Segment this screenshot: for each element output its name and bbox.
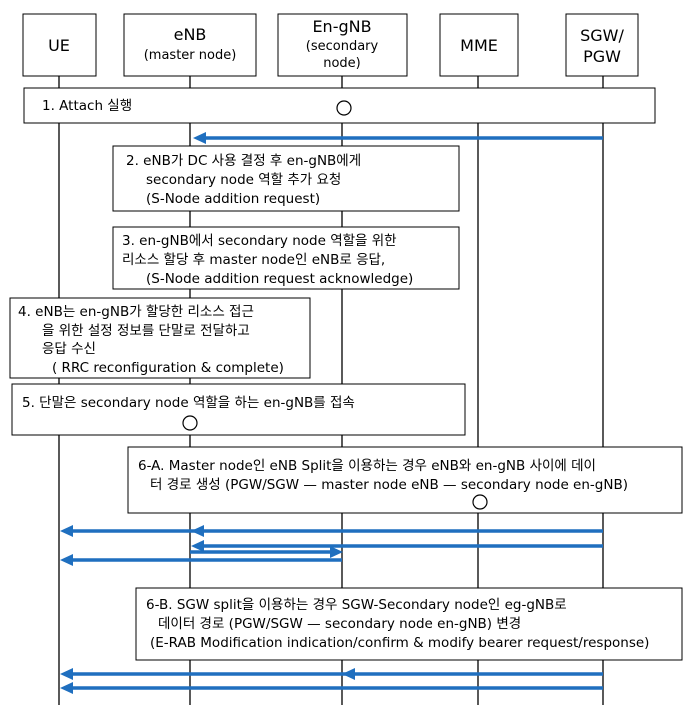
step-4-box: 4. eNB는 en-gNB가 할당한 리소스 접근 을 위한 설정 정보를 단… [9,297,311,379]
arrow-sgw-to-enb-head [193,132,206,144]
node-engnb-sublabel-1: (secondary [306,39,379,54]
arrow-6b-sgw-to-ue-head [60,668,73,680]
step-1-marker [336,100,352,116]
step-3-text-3: (S-Node addition request acknowledge) [146,271,413,287]
arrow-6a-sgw-to-enb-head [191,540,204,552]
node-sgw-label-2: PGW [583,47,621,66]
node-enb-sublabel: (master node) [144,48,237,63]
step-6a-marker [472,494,488,510]
node-mme: MME [439,13,519,77]
node-engnb: En-gNB (secondary node) [277,13,408,77]
node-sgw-label-1: SGW/ [580,26,624,45]
step-1-box: 1. Attach 실행 [23,87,656,124]
step-6b-text-3: (E-RAB Modification indication/confirm &… [150,635,649,651]
step-3-box: 3. en-gNB에서 secondary node 역할을 위한 리소스 할당… [112,226,460,290]
node-ue: UE [22,13,97,77]
node-enb-label: eNB [174,25,207,44]
step-4-text-1: 4. eNB는 en-gNB가 할당한 리소스 접근 [18,304,254,320]
arrow-6b-sgw-to-ue-mid-head [342,668,355,680]
step-3-text-2: 리소스 할당 후 master node인 eNB로 응답, [122,252,385,268]
arrow-6a-sgw-to-ue-head [60,525,73,537]
step-4-text-3: 응답 수신 [42,341,96,357]
step-2-text-1: 2. eNB가 DC 사용 결정 후 en-gNB에게 [126,153,361,169]
step-4-text-2: 을 위한 설정 정보를 단말로 전달하고 [42,323,250,339]
step-5-marker [182,415,198,431]
step-2-box: 2. eNB가 DC 사용 결정 후 en-gNB에게 secondary no… [112,145,460,212]
node-mme-label: MME [460,36,498,55]
step-6a-box: 6-A. Master node인 eNB Split을 이용하는 경우 eNB… [127,446,683,514]
step-6b-box: 6-B. SGW split을 이용하는 경우 SGW-Secondary no… [135,587,683,661]
step-5-text: 5. 단말은 secondary node 역할을 하는 en-gNB를 접속 [22,395,355,411]
step-6b-text-1: 6-B. SGW split을 이용하는 경우 SGW-Secondary no… [146,597,567,613]
step-6a-text-2: 터 경로 생성 (PGW/SGW — master node eNB — sec… [150,477,628,493]
node-engnb-sublabel-2: node) [323,56,361,71]
node-enb: eNB (master node) [123,13,257,77]
step-6a-text-1: 6-A. Master node인 eNB Split을 이용하는 경우 eNB… [138,458,596,474]
step-5-box: 5. 단말은 secondary node 역할을 하는 en-gNB를 접속 [11,383,466,436]
node-ue-label: UE [48,36,70,55]
step-4-text-4: ( RRC reconfiguration & complete) [52,360,284,376]
step-2-text-2: secondary node 역할 추가 요청 [146,172,341,188]
arrow-6a-enb-to-engnb-head [330,546,343,558]
arrow-6a-engnb-to-ue-head [60,554,73,566]
step-6b-text-2: 데이터 경로 (PGW/SGW — secondary node en-gNB)… [158,616,521,632]
step-1-text: 1. Attach 실행 [42,98,132,114]
arrow-6b-sgw-to-ue-2-head [60,682,73,694]
step-3-text-1: 3. en-gNB에서 secondary node 역할을 위한 [122,233,397,249]
step-2-text-3: (S-Node addition request) [146,191,320,207]
node-engnb-label: En-gNB [312,17,371,36]
node-sgw: SGW/ PGW [565,13,639,77]
arrow-6a-sgw-to-ue-mid-head [191,525,204,537]
